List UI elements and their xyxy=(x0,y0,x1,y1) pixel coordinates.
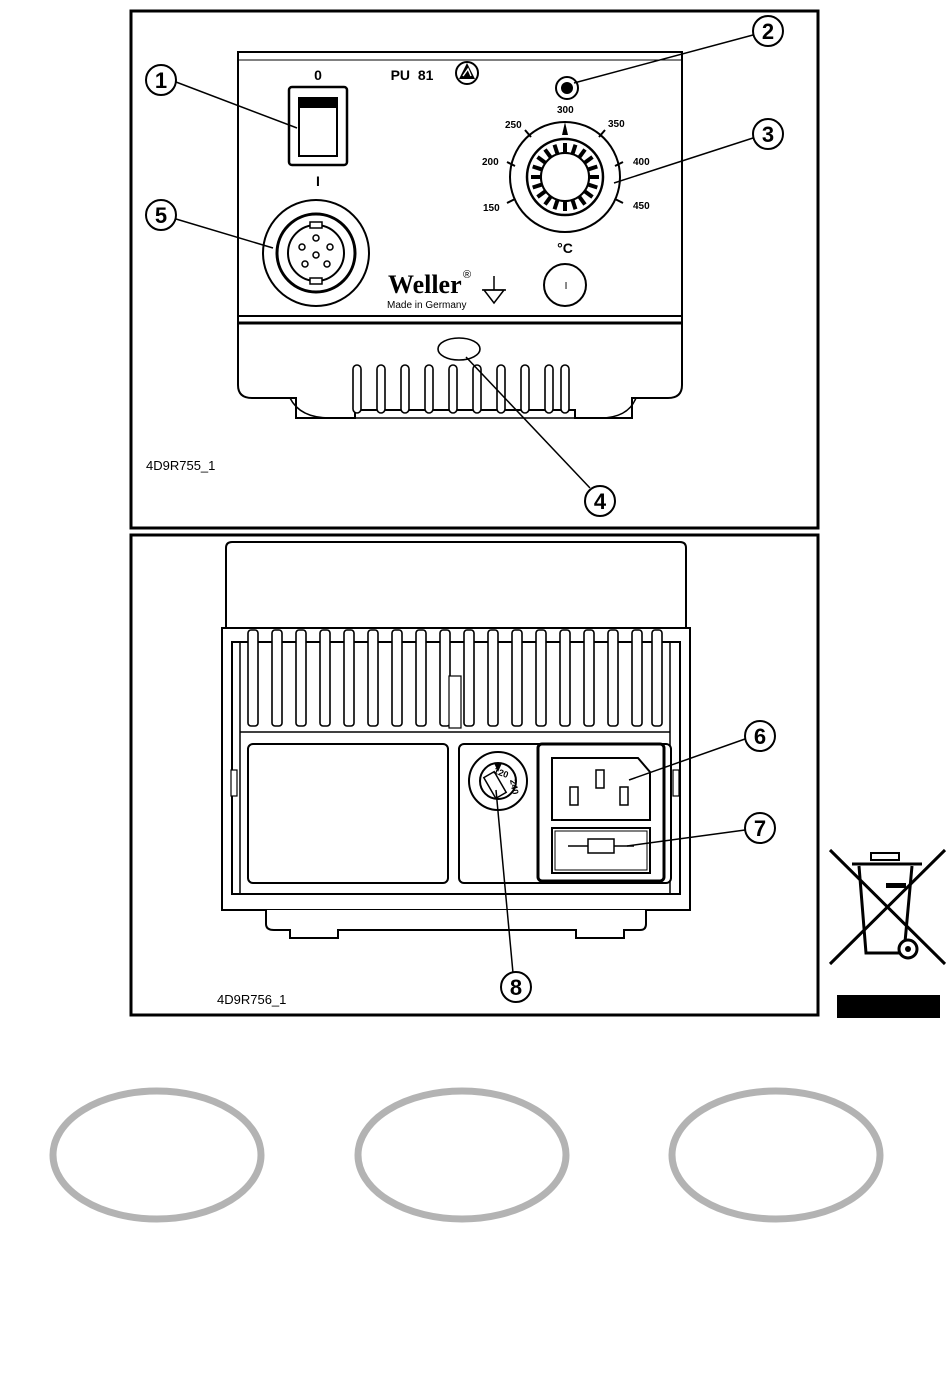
svg-text:1: 1 xyxy=(155,68,167,93)
inlet-pin-left xyxy=(570,787,578,805)
dial-tick-450: 450 xyxy=(633,201,650,212)
model-label: PU 81 xyxy=(391,67,434,83)
rating-label-area xyxy=(248,744,448,883)
rear-figure: 120 240 4D9R756_1 6 7 xyxy=(131,535,818,1015)
svg-text:6: 6 xyxy=(754,724,766,749)
dial-tick-250: 250 xyxy=(505,120,522,131)
inlet-pin-right xyxy=(620,787,628,805)
svg-text:3: 3 xyxy=(762,122,774,147)
svg-text:4: 4 xyxy=(594,489,607,514)
led-indicator-inner xyxy=(561,82,573,94)
switch-off-label: 0 xyxy=(314,67,322,83)
svg-text:2: 2 xyxy=(762,19,774,44)
dial-tick-200: 200 xyxy=(482,157,499,168)
registered-mark: ® xyxy=(463,269,471,281)
rear-base xyxy=(266,910,646,938)
svg-text:8: 8 xyxy=(510,975,522,1000)
front-figure: 0 I PU 81 Weller ® Made in G xyxy=(131,11,818,528)
rear-housing-top xyxy=(226,542,686,628)
svg-text:5: 5 xyxy=(155,203,167,228)
decorative-ellipse-right xyxy=(672,1091,880,1219)
svg-text:7: 7 xyxy=(754,816,766,841)
rear-figure-id: 4D9R756_1 xyxy=(217,992,286,1007)
inlet-pin-earth xyxy=(596,770,604,788)
heatsink-center-rib xyxy=(449,676,461,728)
side-tab-left xyxy=(231,770,237,796)
dial-tick-150: 150 xyxy=(483,203,500,214)
made-in-label: Made in Germany xyxy=(387,300,466,311)
front-figure-id: 4D9R755_1 xyxy=(146,458,215,473)
side-tab-right xyxy=(673,770,679,796)
decorative-ellipse-center xyxy=(358,1091,566,1219)
tool-socket xyxy=(263,200,369,306)
power-switch-rocker-top xyxy=(299,98,337,108)
switch-on-label: I xyxy=(316,173,320,189)
esd-icon xyxy=(456,62,478,84)
unit-label: °C xyxy=(557,240,573,256)
front-base xyxy=(238,316,682,418)
brand-logo: Weller xyxy=(388,270,462,299)
fuse-element xyxy=(588,839,614,853)
mains-inlet xyxy=(552,758,650,820)
dial-tick-300: 300 xyxy=(557,105,574,116)
dial-tick-400: 400 xyxy=(633,157,650,168)
function-button-mark: I xyxy=(565,281,568,292)
dial-tick-350: 350 xyxy=(608,119,625,130)
decorative-ellipse-left xyxy=(53,1091,261,1219)
indicator-lamp xyxy=(438,338,480,360)
temperature-dial xyxy=(507,122,623,232)
weee-bin-icon xyxy=(830,850,945,1018)
